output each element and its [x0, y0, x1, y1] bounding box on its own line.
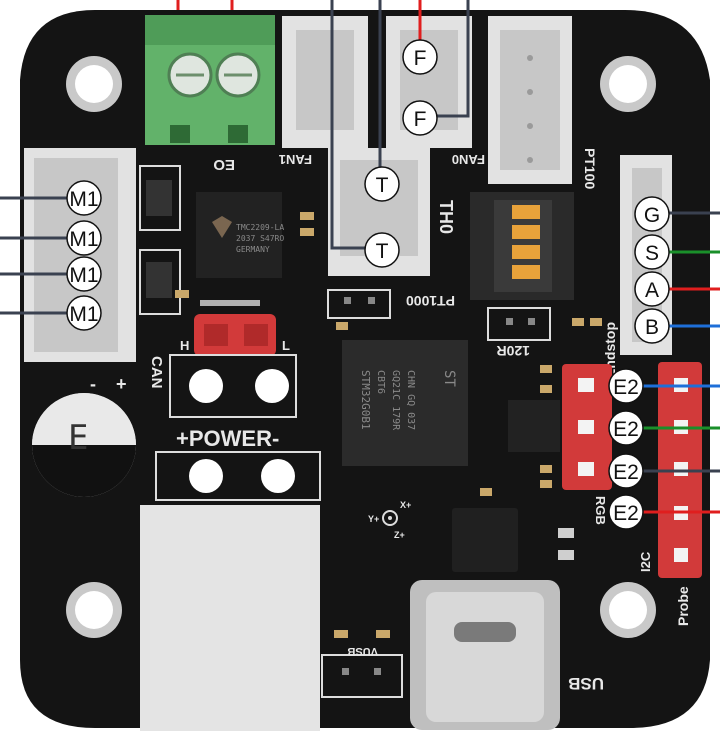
badge-e2-1-label: E2 — [613, 376, 639, 399]
driver-chip-line2: 2037 S47RO — [236, 234, 284, 243]
connection-wires — [0, 0, 720, 514]
label-pt100: PT100 — [582, 148, 598, 189]
regulator — [452, 508, 518, 572]
label-power: +POWER- — [176, 426, 279, 451]
label-probe: Probe — [675, 586, 691, 626]
capacitor: E + - — [32, 374, 136, 497]
label-i2c: I2C — [638, 551, 653, 572]
capacitor-label: E — [68, 418, 88, 458]
badge-g: G — [634, 196, 670, 232]
driver-chip-line1: TMC2209-LA — [236, 223, 284, 232]
diode-bottom — [139, 249, 181, 315]
dip-switch — [470, 192, 574, 300]
rgb-header — [562, 364, 612, 490]
label-cap-plus: + — [116, 374, 127, 394]
diode-top — [139, 165, 181, 231]
label-l: L — [282, 338, 290, 353]
badge-e2-2-label: E2 — [613, 418, 639, 441]
badge-s-label: S — [645, 242, 659, 265]
badge-t-1-label: T — [376, 174, 389, 197]
mcu-chip: ST STM32G0B1 CBT6 GQ21C 179R CHN GQ 037 — [342, 340, 468, 466]
label-eo: EO — [213, 156, 235, 173]
badge-m1-3-label: M1 — [69, 264, 98, 287]
badge-a-label: A — [645, 279, 659, 302]
badge-e2-4: E2 — [608, 494, 644, 530]
power-block — [155, 451, 321, 501]
badge-t-1: T — [364, 166, 400, 202]
label-yplus: Y+ — [368, 514, 379, 524]
mosfet — [508, 400, 560, 452]
pt100-connector — [488, 16, 572, 184]
mcu-line1: STM32G0B1 — [359, 370, 372, 430]
label-vusb: VUSB — [347, 645, 378, 657]
mcu-line4: CHN GQ 037 — [405, 370, 416, 430]
badge-m1-2-label: M1 — [69, 228, 98, 251]
badge-e2-1: E2 — [608, 368, 644, 404]
smd-components — [175, 212, 602, 638]
badge-t-2-label: T — [376, 240, 389, 263]
can-header: H L — [180, 314, 290, 356]
badge-m1-4-label: M1 — [69, 303, 98, 326]
badge-t-2: T — [364, 232, 400, 268]
badge-b-label: B — [645, 316, 659, 339]
label-fan1: FAN1 — [279, 152, 312, 167]
pt1000-jumper — [327, 289, 391, 319]
mcu-line3: GQ21C 179R — [390, 370, 401, 431]
badge-m1-2: M1 — [66, 220, 102, 256]
badge-f-1-label: F — [414, 47, 427, 70]
accel-axis-marker: X+ Y+ Z+ — [368, 500, 411, 540]
badge-e2-4-label: E2 — [613, 502, 639, 525]
label-xplus: X+ — [400, 500, 411, 510]
badge-e2-2: E2 — [608, 410, 644, 446]
label-can: CAN — [148, 356, 165, 389]
label-fan0: FAN0 — [452, 152, 485, 167]
label-120r: 120R — [497, 343, 530, 359]
label-h: H — [180, 338, 189, 353]
mcu-brand: ST — [441, 370, 457, 387]
badge-m1-4: M1 — [66, 295, 102, 331]
badge-g-label: G — [644, 204, 660, 227]
power-connector — [140, 505, 320, 731]
mcu-line2: CBT6 — [375, 370, 386, 394]
vusb-jumper — [321, 654, 403, 698]
badge-b: B — [634, 308, 670, 344]
badge-m1-3: M1 — [66, 256, 102, 292]
badge-e2-3-label: E2 — [613, 461, 639, 484]
label-rgb: RGB — [593, 496, 608, 525]
driver-chip: TMC2209-LA 2037 S47RO GERMANY — [196, 192, 284, 278]
badge-a: A — [634, 271, 670, 307]
label-usb: USB — [568, 674, 604, 693]
badge-f-2-label: F — [414, 108, 427, 131]
driver-chip-line3: GERMANY — [236, 245, 270, 254]
label-zplus: Z+ — [394, 530, 405, 540]
badge-e2-3: E2 — [608, 453, 644, 489]
badge-s: S — [634, 234, 670, 270]
r120-jumper — [487, 307, 551, 341]
screw-terminal — [145, 15, 275, 145]
label-th0: TH0 — [436, 200, 456, 234]
label-pt1000: PT1000 — [406, 293, 455, 309]
mounting-holes — [66, 56, 656, 638]
badge-m1-1: M1 — [66, 180, 102, 216]
badge-f-2: F — [402, 100, 438, 136]
usb-c-port — [410, 580, 560, 730]
badge-m1-1-label: M1 — [69, 188, 98, 211]
label-cap-minus: - — [90, 374, 96, 394]
badge-f-1: F — [402, 39, 438, 75]
fan1-connector — [282, 16, 368, 148]
